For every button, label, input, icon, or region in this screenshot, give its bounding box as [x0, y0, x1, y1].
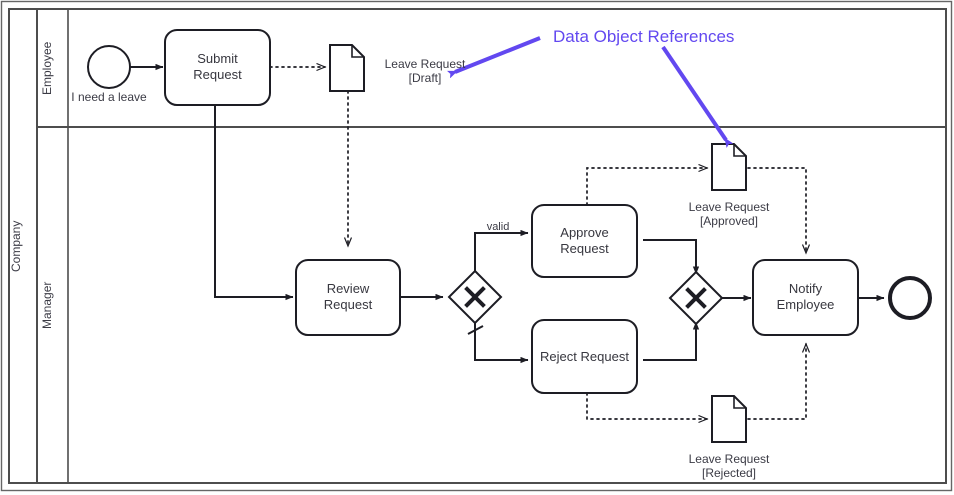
default-flow-marker	[467, 325, 484, 335]
gateway-merge-exclusive[interactable]	[668, 270, 724, 326]
flow-approve-to-merge	[643, 239, 700, 275]
data-object-leave-request-draft[interactable]	[329, 44, 365, 92]
flow-reject-to-merge	[643, 321, 700, 361]
gateway-split-exclusive[interactable]	[447, 269, 503, 325]
task-notify-employee[interactable]	[752, 259, 859, 336]
assoc-approved-to-notify	[747, 167, 806, 253]
pool-company	[8, 8, 947, 484]
task-approve-request[interactable]	[531, 204, 638, 278]
data-object-leave-request-rejected[interactable]	[711, 395, 747, 443]
task-reject-request[interactable]	[531, 319, 638, 394]
annotation-arrow-to-draft	[447, 36, 541, 79]
task-review-request[interactable]	[295, 259, 401, 336]
assoc-rejected-to-notify	[747, 344, 806, 420]
flow-split-to-approve	[474, 229, 529, 271]
flow-submit-to-review	[214, 105, 294, 301]
end-event[interactable]	[888, 276, 932, 320]
task-submit-request[interactable]	[164, 29, 271, 106]
flow-split-to-reject	[474, 323, 529, 364]
assoc-approve-to-approved	[586, 168, 707, 206]
start-event[interactable]	[87, 45, 131, 89]
annotation-arrow-to-approved	[661, 45, 734, 149]
assoc-reject-to-rejected	[586, 392, 707, 419]
data-object-leave-request-approved[interactable]	[711, 143, 747, 191]
